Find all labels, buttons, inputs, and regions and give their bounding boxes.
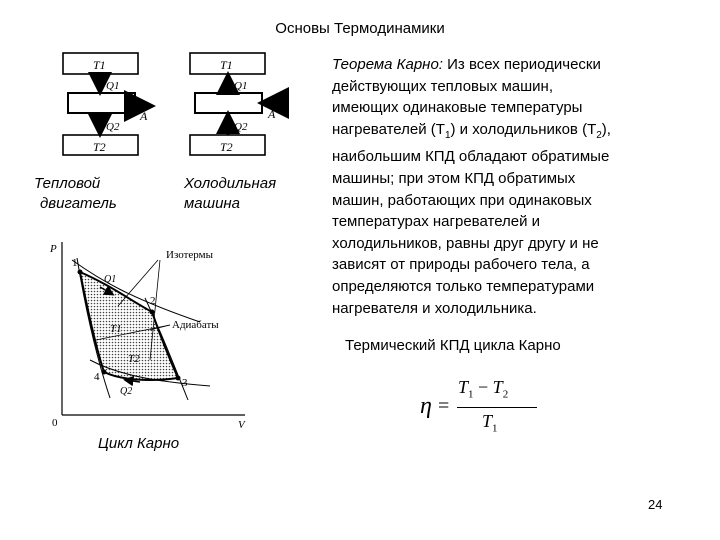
heat-engine-caption: Тепловой двигатель — [34, 175, 117, 212]
q1-direction-arrow — [99, 285, 115, 296]
refrigerator-caption: Холодильная машина — [184, 175, 277, 212]
p-axis-label: P — [49, 243, 57, 255]
isotherms-label: Изотермы — [166, 249, 214, 261]
carnot-theorem-text: Теорема Карно: Из всех периодически дейс… — [332, 56, 611, 317]
adiabat-callout-2 — [95, 324, 171, 341]
denominator: T1 — [482, 411, 498, 435]
working-body-box — [67, 92, 136, 114]
isotherm-callout-2 — [149, 259, 161, 361]
q2-plot-label: Q2 — [120, 386, 132, 397]
heat-engine-diagram: T1 Q1 Q2 T2 A — [62, 52, 156, 156]
origin-label: 0 — [52, 417, 58, 429]
point-1 — [77, 269, 83, 275]
carnot-cycle-plot: P V 0 1 2 3 4 Изотермы Адиабаты T1 T2 Q1… — [49, 242, 246, 431]
q2-label: Q2 — [106, 121, 120, 133]
fridge-cold-temp-label: T2 — [220, 140, 233, 154]
point-2 — [149, 309, 155, 315]
isotherm-callout-1 — [117, 259, 159, 307]
q1-plot-label: Q1 — [104, 274, 116, 285]
engine-schematics: T1 Q1 Q2 T2 A T1 Q1 Q2 T2 A — [62, 52, 289, 156]
point-4-label: 4 — [94, 371, 100, 383]
point-4 — [101, 369, 107, 375]
work-label: A — [139, 109, 148, 123]
fridge-work-label: A — [267, 107, 276, 121]
slide-title: Основы Термодинамики — [275, 20, 445, 37]
refrigerator-diagram: T1 Q1 Q2 T2 A — [189, 52, 289, 156]
eta-symbol: η — [420, 393, 432, 419]
numerator: T1 − T2 — [458, 377, 509, 401]
q2-direction-arrow — [123, 375, 141, 387]
t2-curve-label: T2 — [128, 353, 140, 365]
adiabats-label: Адиабаты — [172, 319, 219, 331]
page-number: 24 — [648, 497, 663, 512]
cold-temp-label: T2 — [93, 140, 106, 154]
efficiency-caption: Термический КПД цикла Карно — [345, 337, 561, 354]
carnot-efficiency-formula: η = T1 − T2 T1 — [420, 377, 540, 437]
point-3-label: 3 — [182, 377, 188, 389]
fridge-hot-temp-label: T1 — [220, 58, 233, 72]
v-axis-label: V — [238, 419, 246, 431]
fridge-q1-label: Q1 — [234, 80, 247, 92]
fraction-bar — [457, 407, 537, 408]
point-3 — [175, 375, 181, 381]
fridge-working-box — [194, 92, 263, 114]
point-2-label: 2 — [150, 295, 156, 307]
isotherm-t1 — [71, 259, 201, 323]
point-1-label: 1 — [72, 257, 78, 269]
adiabat-right — [144, 297, 189, 401]
t1-curve-label: T1 — [110, 323, 122, 335]
equals-sign: = — [438, 395, 450, 417]
hot-temp-label: T1 — [93, 58, 106, 72]
fridge-q2-label: Q2 — [234, 121, 248, 133]
q1-label: Q1 — [106, 80, 119, 92]
carnot-cycle-caption: Цикл Карно — [98, 435, 180, 452]
